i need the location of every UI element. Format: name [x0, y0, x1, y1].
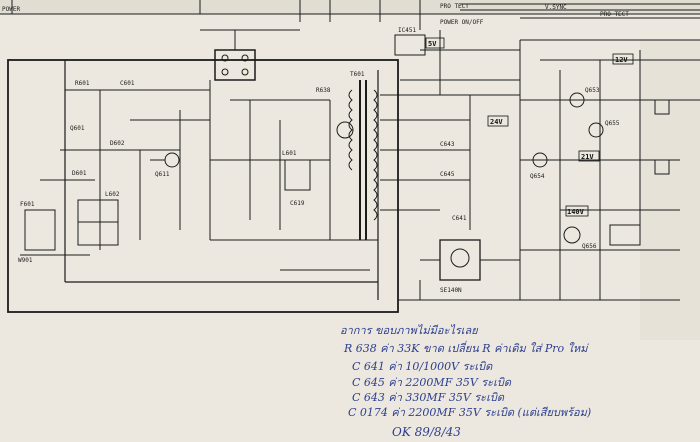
label-w901: W901 — [18, 257, 33, 264]
label-c645: C645 — [440, 171, 455, 178]
label-q654: Q654 — [530, 173, 545, 180]
top-label-power-onoff: POWER ON/OFF — [440, 19, 484, 26]
note-c645: C 645 ค่า 2200MF 35V ระเบิด — [352, 376, 512, 389]
note-c641: C 641 ค่า 10/1000V ระเบิด — [352, 360, 493, 373]
label-c641: C641 — [452, 215, 467, 222]
label-q653: Q653 — [585, 87, 600, 94]
note-c0174: C 0174 ค่า 2200MF 35V ระเบิด (แต่เสียบพร… — [348, 406, 591, 419]
voltage-rails: 5V 12V 24V 21V 140V — [425, 37, 634, 217]
note-ok-date: OK 89/8/43 — [392, 425, 461, 439]
label-c601: C601 — [120, 80, 135, 87]
top-label-protect-1: PRO TECT — [600, 11, 629, 18]
label-r638: R638 — [316, 87, 331, 94]
top-label-vsync: V.SYNC — [545, 4, 567, 11]
label-q655: Q655 — [605, 120, 620, 127]
label-f601: F601 — [20, 201, 35, 208]
label-c619: C619 — [290, 200, 305, 207]
rail-5v: 5V — [428, 40, 437, 48]
label-q601: Q601 — [70, 125, 85, 132]
label-t601: T601 — [350, 71, 365, 78]
wiring — [0, 0, 700, 313]
label-l601: L601 — [282, 150, 297, 157]
label-l602: L602 — [105, 191, 120, 198]
label-q611: Q611 — [155, 171, 170, 178]
rail-12v: 12V — [615, 56, 628, 64]
rail-140v: 140V — [567, 208, 585, 216]
label-d601: D601 — [72, 170, 87, 177]
header-labels: POWER V.SYNC PRO TECT PRO TECT POWER ON/… — [2, 3, 629, 26]
note-symptom: อาการ ขอบภาพไม่มีอะไรเลย — [340, 324, 479, 337]
handwritten-notes: อาการ ขอบภาพไม่มีอะไรเลย R 638 ค่า 33K ข… — [340, 324, 591, 439]
label-c643: C643 — [440, 141, 455, 148]
top-label-protect-2: PRO TECT — [440, 3, 469, 10]
component-labels: IC451 SE140N T601 Q601 Q611 L601 L602 F6… — [18, 27, 620, 294]
note-r638: R 638 ค่า 33K ขาด เปลี่ยน R ค่าเดิม ใส่ … — [343, 340, 589, 355]
rail-24v: 24V — [490, 118, 503, 126]
note-c643: C 643 ค่า 330MF 35V ระเบิด — [352, 391, 505, 404]
rail-21v: 21V — [581, 153, 594, 161]
label-ic451: IC451 — [398, 27, 416, 34]
label-r601: R601 — [75, 80, 90, 87]
label-q656: Q656 — [582, 243, 597, 250]
label-d602: D602 — [110, 140, 125, 147]
top-label-power: POWER — [2, 6, 20, 13]
label-se140n: SE140N — [440, 287, 462, 294]
